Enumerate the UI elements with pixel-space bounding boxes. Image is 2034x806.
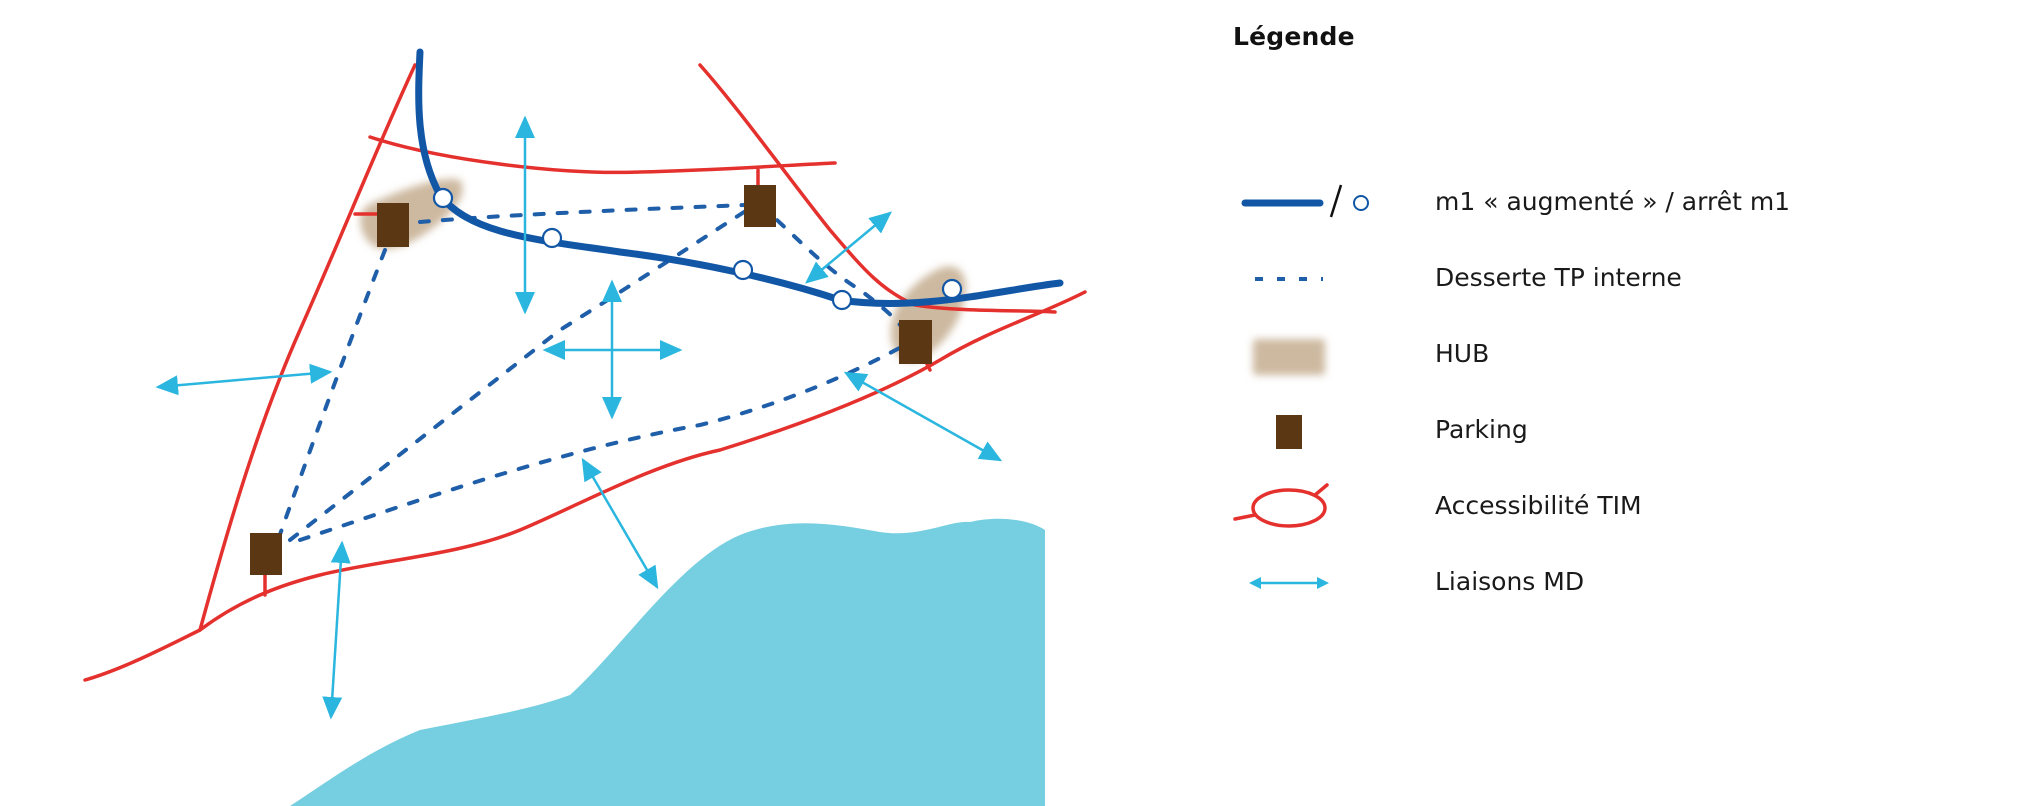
md-link-south-center xyxy=(581,457,659,590)
road-outer-south xyxy=(83,290,1087,682)
legend-item-tim: Accessibilité TIM xyxy=(1233,477,1973,537)
legend-label-tim: Accessibilité TIM xyxy=(1435,491,1642,520)
pt-link-south-east xyxy=(298,343,907,542)
m1-stop xyxy=(732,259,754,281)
legend-label-m1: m1 « augmenté » / arrêt m1 xyxy=(1435,187,1791,216)
m1-stop xyxy=(831,289,853,311)
legend-label-parking: Parking xyxy=(1435,415,1528,444)
md-link-west xyxy=(155,363,333,396)
legend-item-hub: HUB xyxy=(1233,325,1973,385)
pt-link-south-north xyxy=(288,203,757,542)
legend-title: Légende xyxy=(1233,22,1355,51)
road-network xyxy=(83,63,1087,682)
road-west xyxy=(198,63,417,632)
m1-metro-line xyxy=(415,48,1064,308)
double-arrow-icon xyxy=(1249,577,1329,589)
metro-line-and-stop-icon xyxy=(1241,184,1369,218)
legend-item-internal-pt: Desserte TP interne xyxy=(1233,249,1973,309)
soft-mobility-links xyxy=(155,115,1003,720)
m1-stop xyxy=(432,187,454,209)
road-north xyxy=(368,135,837,175)
parking-east xyxy=(899,320,932,364)
m1-stop xyxy=(941,278,963,300)
md-link-south-west xyxy=(322,540,351,720)
legend-label-internal-pt: Desserte TP interne xyxy=(1435,263,1682,292)
road-loop-icon xyxy=(1233,483,1329,528)
legend-item-m1: m1 « augmenté » / arrêt m1 xyxy=(1233,173,1973,233)
legend-item-md: Liaisons MD xyxy=(1233,553,1973,613)
dashed-line-icon xyxy=(1255,277,1323,281)
parking-north xyxy=(744,185,776,227)
site-diagram xyxy=(83,48,1087,806)
parkings xyxy=(250,185,932,575)
legend-label-md: Liaisons MD xyxy=(1435,567,1585,596)
parking-south xyxy=(250,533,282,575)
parking-west xyxy=(377,203,409,247)
hub-patch-icon xyxy=(1253,339,1325,375)
legend-label-hub: HUB xyxy=(1435,339,1490,368)
legend-item-parking: Parking xyxy=(1233,401,1973,461)
internal-pt-network xyxy=(276,203,907,542)
pt-link-west-north xyxy=(418,203,747,224)
md-link-northeast xyxy=(805,211,892,284)
water-body xyxy=(290,518,1045,806)
parking-square-icon xyxy=(1276,415,1302,449)
legend: Légende m1 « augmenté » / arrêt m1 Desse… xyxy=(1233,22,1993,622)
m1-stop xyxy=(541,227,563,249)
md-link-east xyxy=(843,371,1003,462)
pt-link-west-south xyxy=(276,248,387,542)
m1-stops xyxy=(432,187,963,311)
